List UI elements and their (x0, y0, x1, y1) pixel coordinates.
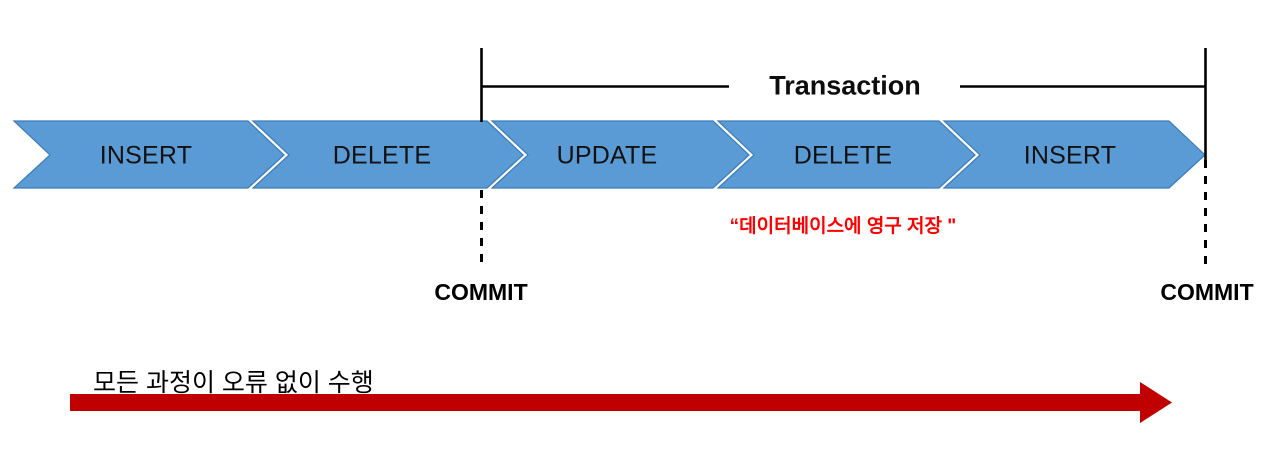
chevron-label-step-3: UPDATE (556, 141, 658, 170)
commit-label-right: COMMIT (1160, 279, 1254, 305)
chevron-label-step-4: DELETE (793, 141, 893, 170)
process-chevron-band (12, 120, 1206, 189)
success-caption: 모든 과정이 오류 없이 수행 (93, 369, 374, 397)
chevron-step-2[interactable] (251, 120, 524, 189)
chevron-label-step-1: INSERT (99, 141, 193, 170)
progress-arrow (70, 382, 1172, 423)
commit-label-left: COMMIT (434, 279, 528, 305)
chevron-step-3[interactable] (490, 120, 750, 189)
progress-arrow-shape (70, 382, 1172, 423)
chevron-step-4[interactable] (716, 120, 976, 189)
chevron-label-step-5: INSERT (1023, 141, 1117, 170)
permanent-store-note: “데이터베이스에 영구 저장 " (729, 216, 957, 237)
chevron-label-step-2: DELETE (332, 141, 432, 170)
transaction-bracket-label: Transaction (769, 70, 921, 101)
chevron-step-5[interactable] (942, 120, 1206, 189)
transaction-bracket (480, 48, 1207, 160)
chevron-step-1[interactable] (12, 120, 285, 189)
commit-marker-lines (480, 160, 1207, 268)
